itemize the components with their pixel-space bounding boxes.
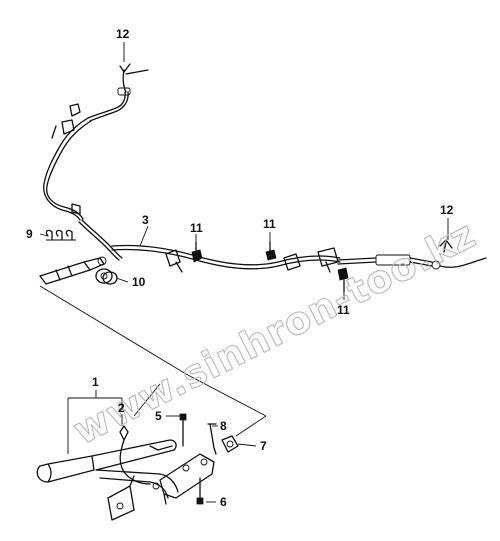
callout-labels: 12 3 9 11 11 12 10 11 1 2 5 8 7 6 [26,27,454,509]
callout-3: 3 [142,213,149,227]
callout-6: 6 [220,495,227,509]
watermark-text: www.sinhron-too.kz [66,212,482,453]
rear-cable-left [43,63,149,221]
callout-11-right: 11 [263,217,276,231]
callout-7: 7 [260,439,267,453]
grommet-part-10 [95,268,118,285]
parking-brake-lever-assembly [36,390,239,521]
callout-11-lower: 11 [337,303,350,317]
callout-5: 5 [155,409,162,423]
callout-10: 10 [132,275,146,289]
bolt-11-center [191,241,203,263]
leader-lines [39,42,449,503]
callout-12-left: 12 [116,27,130,41]
callout-9: 9 [26,227,33,241]
callout-8: 8 [220,419,227,433]
callout-12-right: 12 [440,203,454,217]
callout-1: 1 [92,375,99,389]
bolt-11-lower [337,267,349,293]
callout-2: 2 [118,401,125,415]
assembly-outline [39,285,267,437]
callout-11-center: 11 [190,221,203,235]
clips-part-9 [45,229,76,241]
main-brake-cable [39,219,487,285]
bolt-11-right [265,241,277,261]
